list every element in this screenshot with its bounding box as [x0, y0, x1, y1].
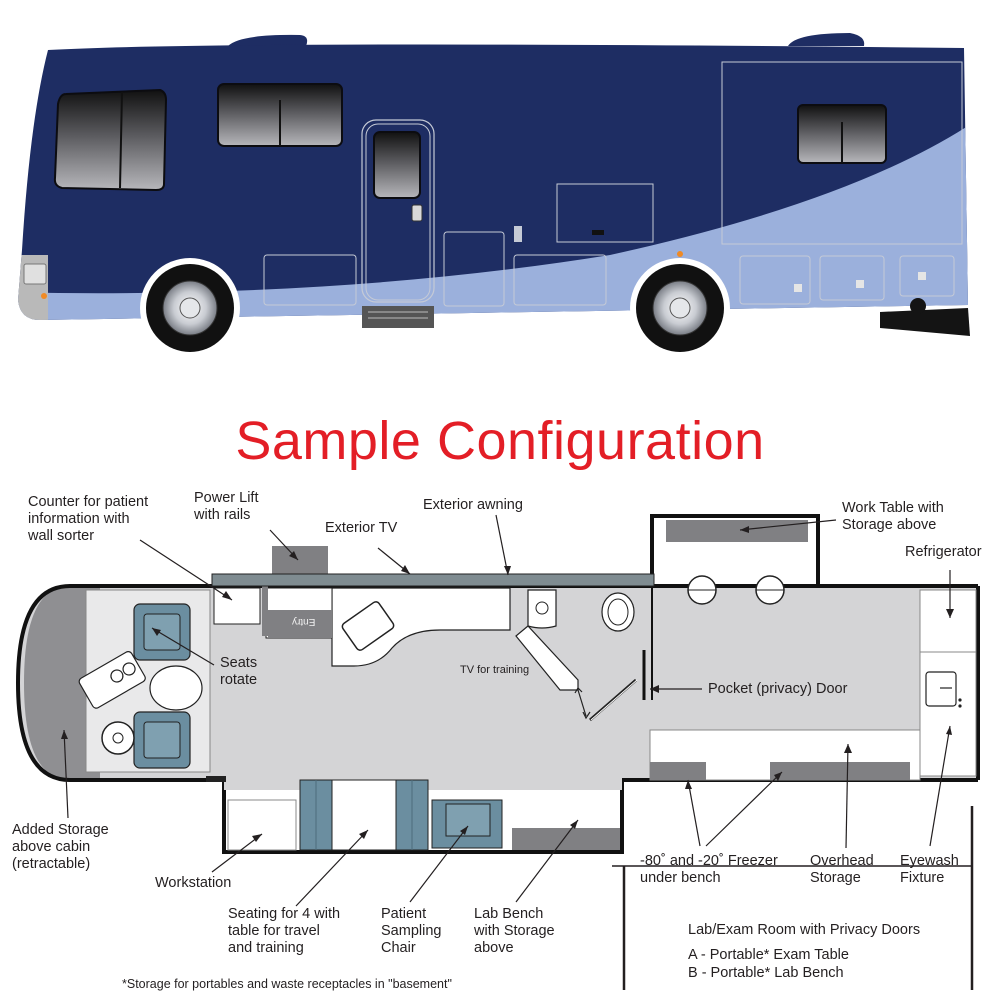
label-exterior-awning: Exterior awning: [423, 497, 523, 513]
label-workstation: Workstation: [155, 875, 232, 891]
workstation: [227, 799, 297, 851]
stove-icon: [78, 651, 146, 709]
cab-table: [149, 665, 203, 711]
label-seats-rotate: Seats rotate: [220, 655, 258, 688]
dinette-seating: [299, 779, 429, 851]
storage-panels: [263, 61, 963, 307]
wheel-icon: [630, 258, 730, 358]
label-refrigerator: Refrigerator: [905, 544, 982, 560]
entry-step-plan: [268, 610, 332, 638]
label-power-lift: Power Lift with rails: [194, 490, 259, 523]
footnote: *Storage for portables and waste recepta…: [122, 977, 452, 991]
label-seating: Seating for 4 with table for travel and …: [228, 906, 341, 956]
label-tv-training: TV for training: [460, 664, 530, 676]
bath-sink: [527, 589, 557, 629]
windshield: [53, 88, 168, 192]
sink-icon: [925, 671, 957, 707]
headlight: [23, 263, 47, 285]
leader-lines: [63, 514, 951, 907]
power-lift: [272, 546, 328, 574]
label-lab-exam-b: B - Portable* Lab Bench: [688, 965, 844, 981]
wheel-icon: [140, 258, 240, 358]
label-eyewash: Eyewash Fixture: [900, 853, 959, 886]
freezer: [770, 762, 910, 780]
label-counter: Counter for patient information with wal…: [28, 494, 149, 544]
label-sampling-chair: Patient Sampling Chair: [381, 906, 442, 956]
training-tv: [515, 625, 579, 691]
label-freezer: -80˚ and -20˚ Freezer under bench: [640, 853, 778, 886]
label-exterior-tv: Exterior TV: [325, 520, 398, 536]
label-added-storage: Added Storage above cabin (retractable): [12, 822, 109, 872]
rv-exterior: [18, 33, 970, 358]
label-overhead-storage: Overhead Storage: [810, 853, 874, 886]
page-title: Sample Configuration: [235, 411, 765, 471]
patient-counter: [213, 587, 261, 625]
cab-seat: [133, 603, 191, 661]
cabin-storage: [24, 586, 100, 780]
label-work-table: Work Table with Storage above: [842, 500, 944, 533]
entry-door: [361, 119, 435, 303]
entry-step: [362, 306, 434, 328]
steering-wheel-icon: [101, 721, 135, 755]
leader-arrowheads: [61, 526, 954, 842]
rear-hitch: [880, 308, 970, 336]
label-lab-bench: Lab Bench with Storage above: [474, 906, 555, 956]
exterior-awning: [211, 573, 655, 587]
label-lab-exam-title: Lab/Exam Room with Privacy Doors: [688, 922, 921, 938]
toilet-icon: [601, 592, 635, 632]
roof-ac-unit: [228, 34, 308, 46]
floor-plan: [15, 514, 980, 990]
roof-ac-unit: [788, 33, 865, 46]
cab-seat: [133, 711, 191, 769]
label-pocket-door: Pocket (privacy) Door: [708, 681, 848, 697]
entry-label: Entry: [292, 616, 316, 627]
freezer: [650, 762, 706, 780]
label-lab-exam-a: A - Portable* Exam Table: [688, 947, 849, 963]
